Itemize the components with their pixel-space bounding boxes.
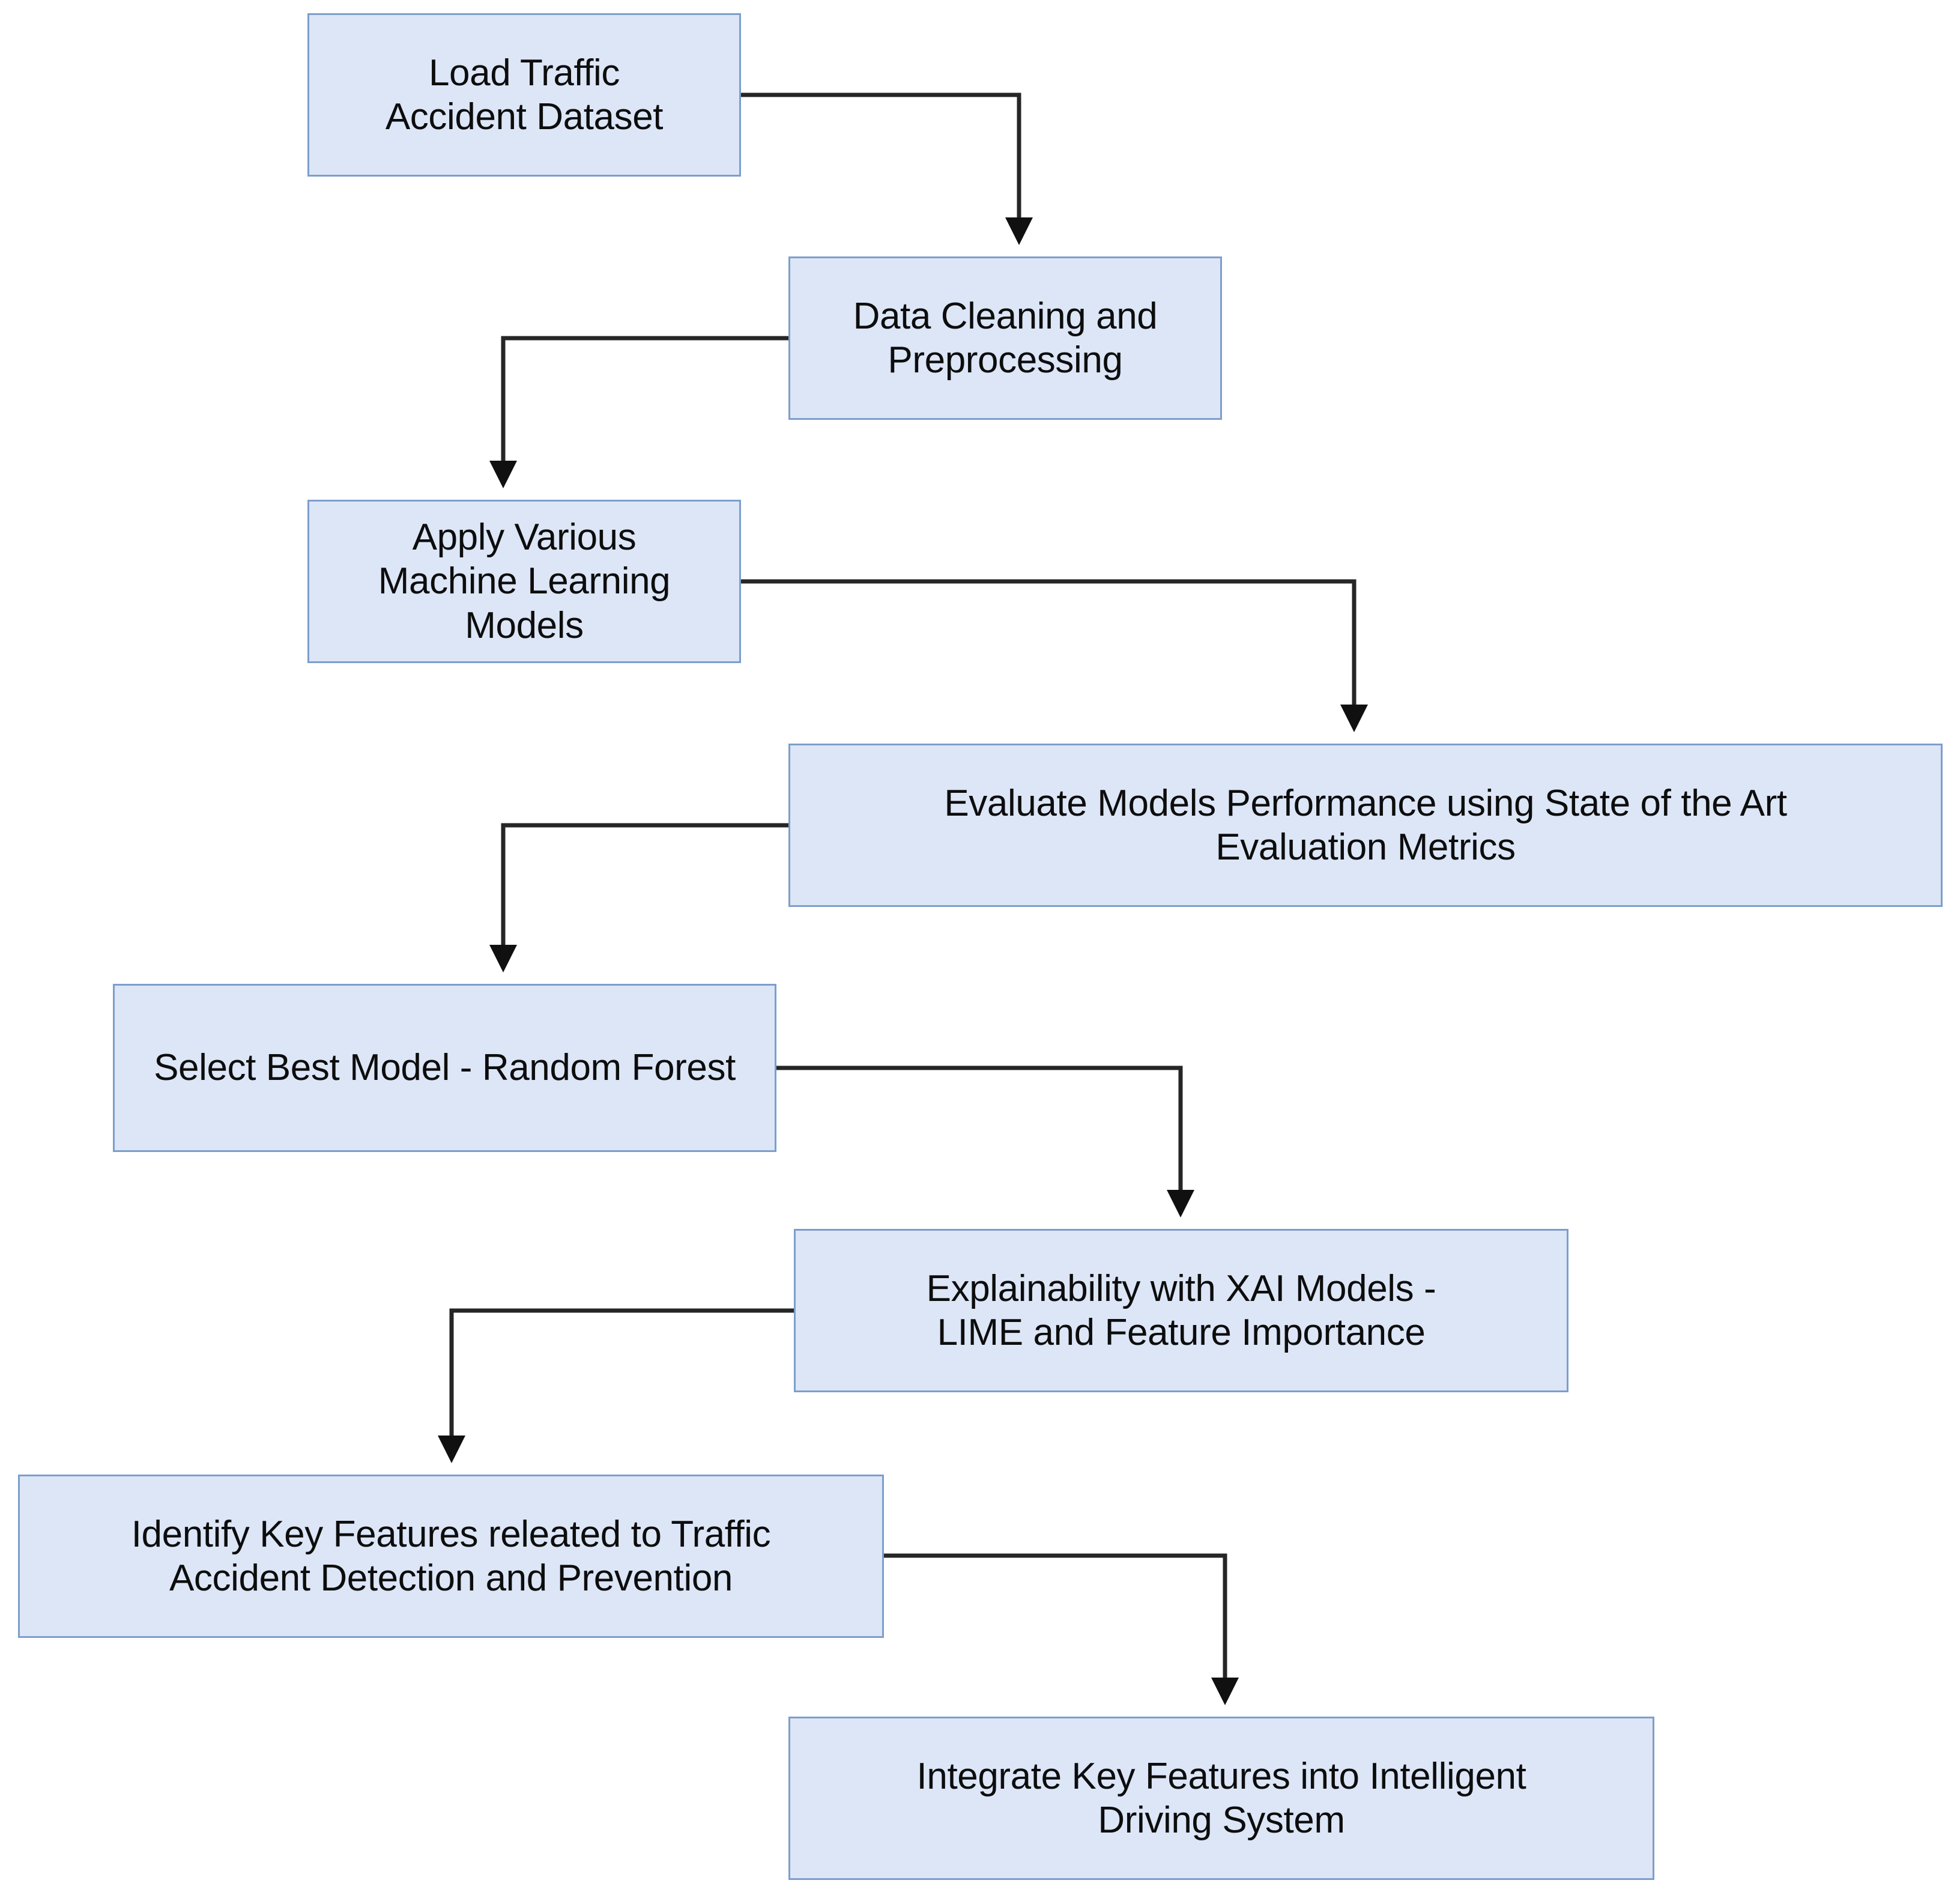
edge-apply-to-evaluate-arrowhead-icon: [1340, 705, 1368, 732]
edges-group: [438, 92, 1368, 1705]
edge-load-to-clean: [741, 92, 1021, 222]
edge-clean-to-apply-arrowhead-icon: [489, 461, 517, 488]
edge-identify-to-integrate: [884, 1553, 1227, 1682]
node-integrate-key-features[interactable]: Integrate Key Features into Intelligent …: [788, 1717, 1654, 1880]
node-label: Data Cleaning and Preprocessing: [853, 295, 1158, 381]
node-label: Load Traffic Accident Dataset: [385, 52, 664, 138]
node-evaluate-models-performance[interactable]: Evaluate Models Performance using State …: [788, 744, 1943, 907]
edge-xai-to-identify: [449, 1308, 794, 1440]
edge-identify-to-integrate-arrowhead-icon: [1211, 1678, 1239, 1705]
node-identify-key-features[interactable]: Identify Key Features releated to Traffi…: [18, 1475, 884, 1638]
edge-evaluate-to-select-arrowhead-icon: [489, 945, 517, 972]
node-label: Integrate Key Features into Intelligent …: [916, 1755, 1526, 1841]
edge-clean-to-apply: [501, 336, 788, 465]
node-label: Apply Various Machine Learning Models: [378, 517, 671, 646]
node-label: Evaluate Models Performance using State …: [944, 782, 1787, 868]
edge-xai-to-identify-arrowhead-icon: [438, 1436, 465, 1463]
node-label: Identify Key Features releated to Traffi…: [131, 1513, 771, 1599]
edge-select-to-xai-arrowhead-icon: [1167, 1190, 1194, 1217]
node-apply-various-machine-learning-models[interactable]: Apply Various Machine Learning Models: [307, 500, 741, 663]
node-label: Explainability with XAI Models - LIME an…: [926, 1267, 1436, 1353]
node-explainability-with-xai-models[interactable]: Explainability with XAI Models - LIME an…: [794, 1229, 1568, 1392]
edge-apply-to-evaluate: [741, 579, 1357, 709]
edge-load-to-clean-arrowhead-icon: [1005, 217, 1033, 245]
edge-select-to-xai: [776, 1066, 1183, 1194]
node-data-cleaning-and-preprocessing[interactable]: Data Cleaning and Preprocessing: [788, 256, 1222, 420]
node-load-traffic-accident-dataset[interactable]: Load Traffic Accident Dataset: [307, 13, 741, 177]
node-select-best-model-random-forest[interactable]: Select Best Model - Random Forest: [113, 984, 776, 1152]
node-label: Select Best Model - Random Forest: [154, 1047, 736, 1089]
edge-evaluate-to-select: [501, 823, 788, 949]
